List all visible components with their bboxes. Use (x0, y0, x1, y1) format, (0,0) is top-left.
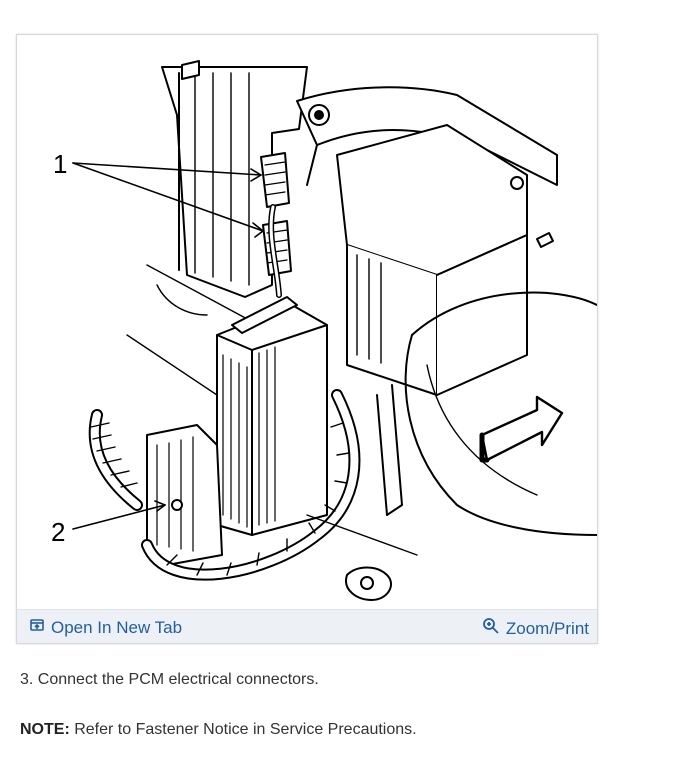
step-instruction: 3. Connect the PCM electrical connectors… (20, 671, 319, 688)
open-new-tab-icon (29, 617, 51, 638)
open-in-new-tab-label: Open In New Tab (51, 617, 183, 637)
pcm-connector-diagram: 1 2 (17, 35, 597, 609)
note-body: Refer to Fastener Notice in Service Prec… (69, 721, 417, 738)
zoom-print-button[interactable]: Zoom/Print (482, 617, 589, 640)
callout-2-label: 2 (51, 517, 65, 547)
callout-1-label: 1 (53, 149, 67, 179)
figure-toolbar: Open In New Tab Zoom/Print (17, 609, 597, 643)
zoom-magnifier-icon (482, 617, 506, 640)
open-in-new-tab-button[interactable]: Open In New Tab (29, 617, 182, 638)
figure-card: 1 2 Open In New Tab Zoom/ (16, 34, 598, 644)
note-label: NOTE: (20, 721, 70, 738)
note-paragraph: NOTE: Refer to Fastener Notice in Servic… (20, 721, 417, 739)
zoom-print-label: Zoom/Print (505, 618, 589, 638)
